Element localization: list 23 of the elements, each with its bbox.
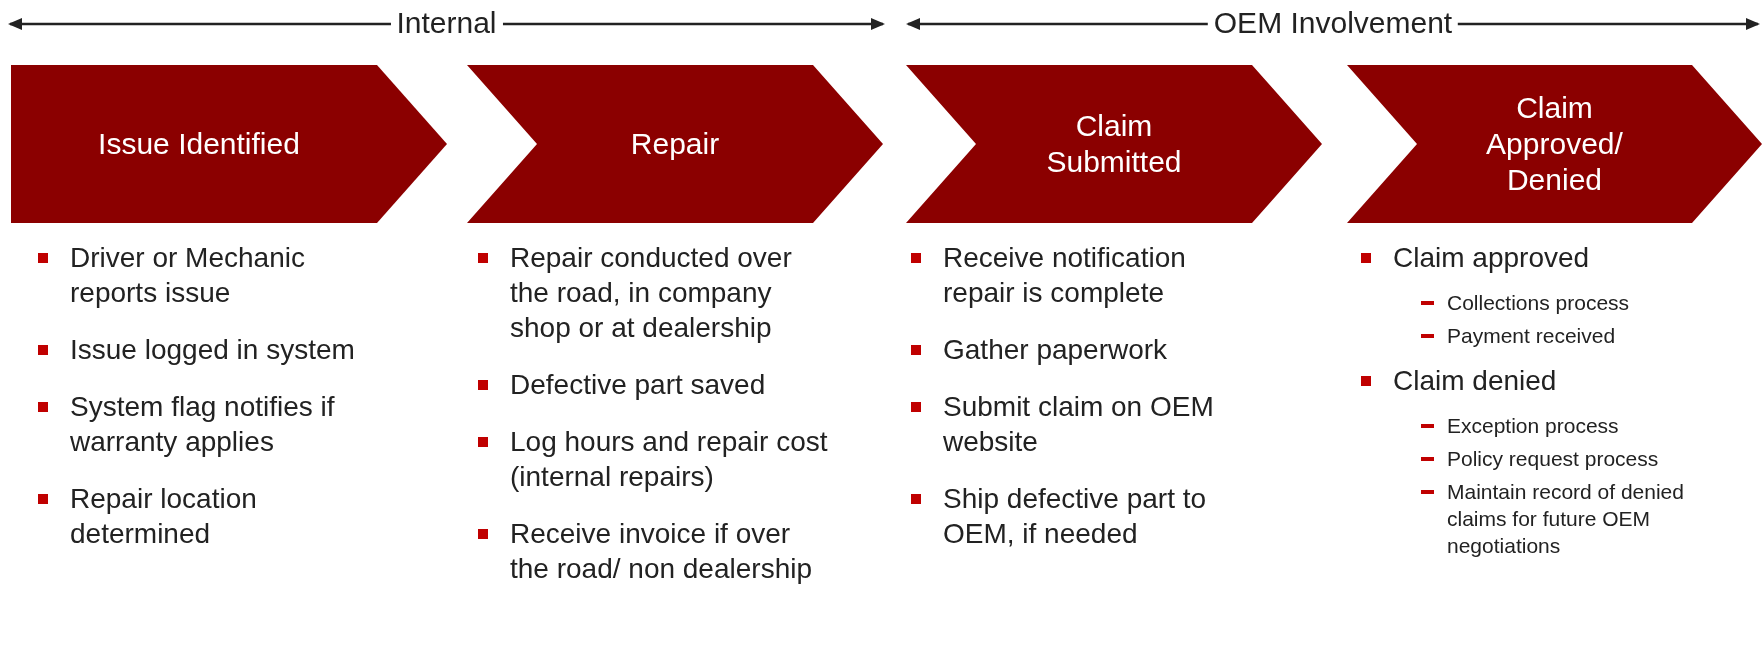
step-title: Claim Approved/ Denied [1485,90,1624,198]
bullet-text: Repair conducted over the road, in company shop or at dealership [510,241,793,345]
bullet-text: Claim denied [1393,364,1558,398]
bullet-text: Claim approved [1393,241,1591,275]
bullet-text: Log hours and repair cost (internal repairs) [510,425,828,494]
bullet-text: Driver or Mechanic reports issue [70,241,306,310]
bullet-text: Repair location determined [70,482,258,551]
sub-bullet-text: Payment received [1447,323,1617,349]
bullet-text: Issue logged in system [70,333,356,367]
step-title: Issue Identified [98,126,300,162]
bullet-text: Submit claim on OEM website [943,390,1215,459]
step-title: Claim Submitted [1045,108,1183,180]
sub-bullet-text: Collections process [1447,290,1631,316]
bullet-text: Defective part saved [510,368,767,402]
bullet-text: Receive notification repair is complete [943,241,1187,310]
sub-bullet-text: Maintain record of denied claims for future OEM negotiations [1447,479,1685,559]
bullet-text: Ship defective part to OEM, if needed [943,482,1208,551]
sub-bullet-text: Exception process [1447,413,1620,439]
bullet-text: Receive invoice if over the road/ non dealership [510,517,813,586]
sub-bullet-text: Policy request process [1447,446,1660,472]
step-title: Repair [630,126,720,162]
bullet-text: System flag notifies if warranty applies [70,390,336,459]
bullet-text: Gather paperwork [943,333,1169,367]
